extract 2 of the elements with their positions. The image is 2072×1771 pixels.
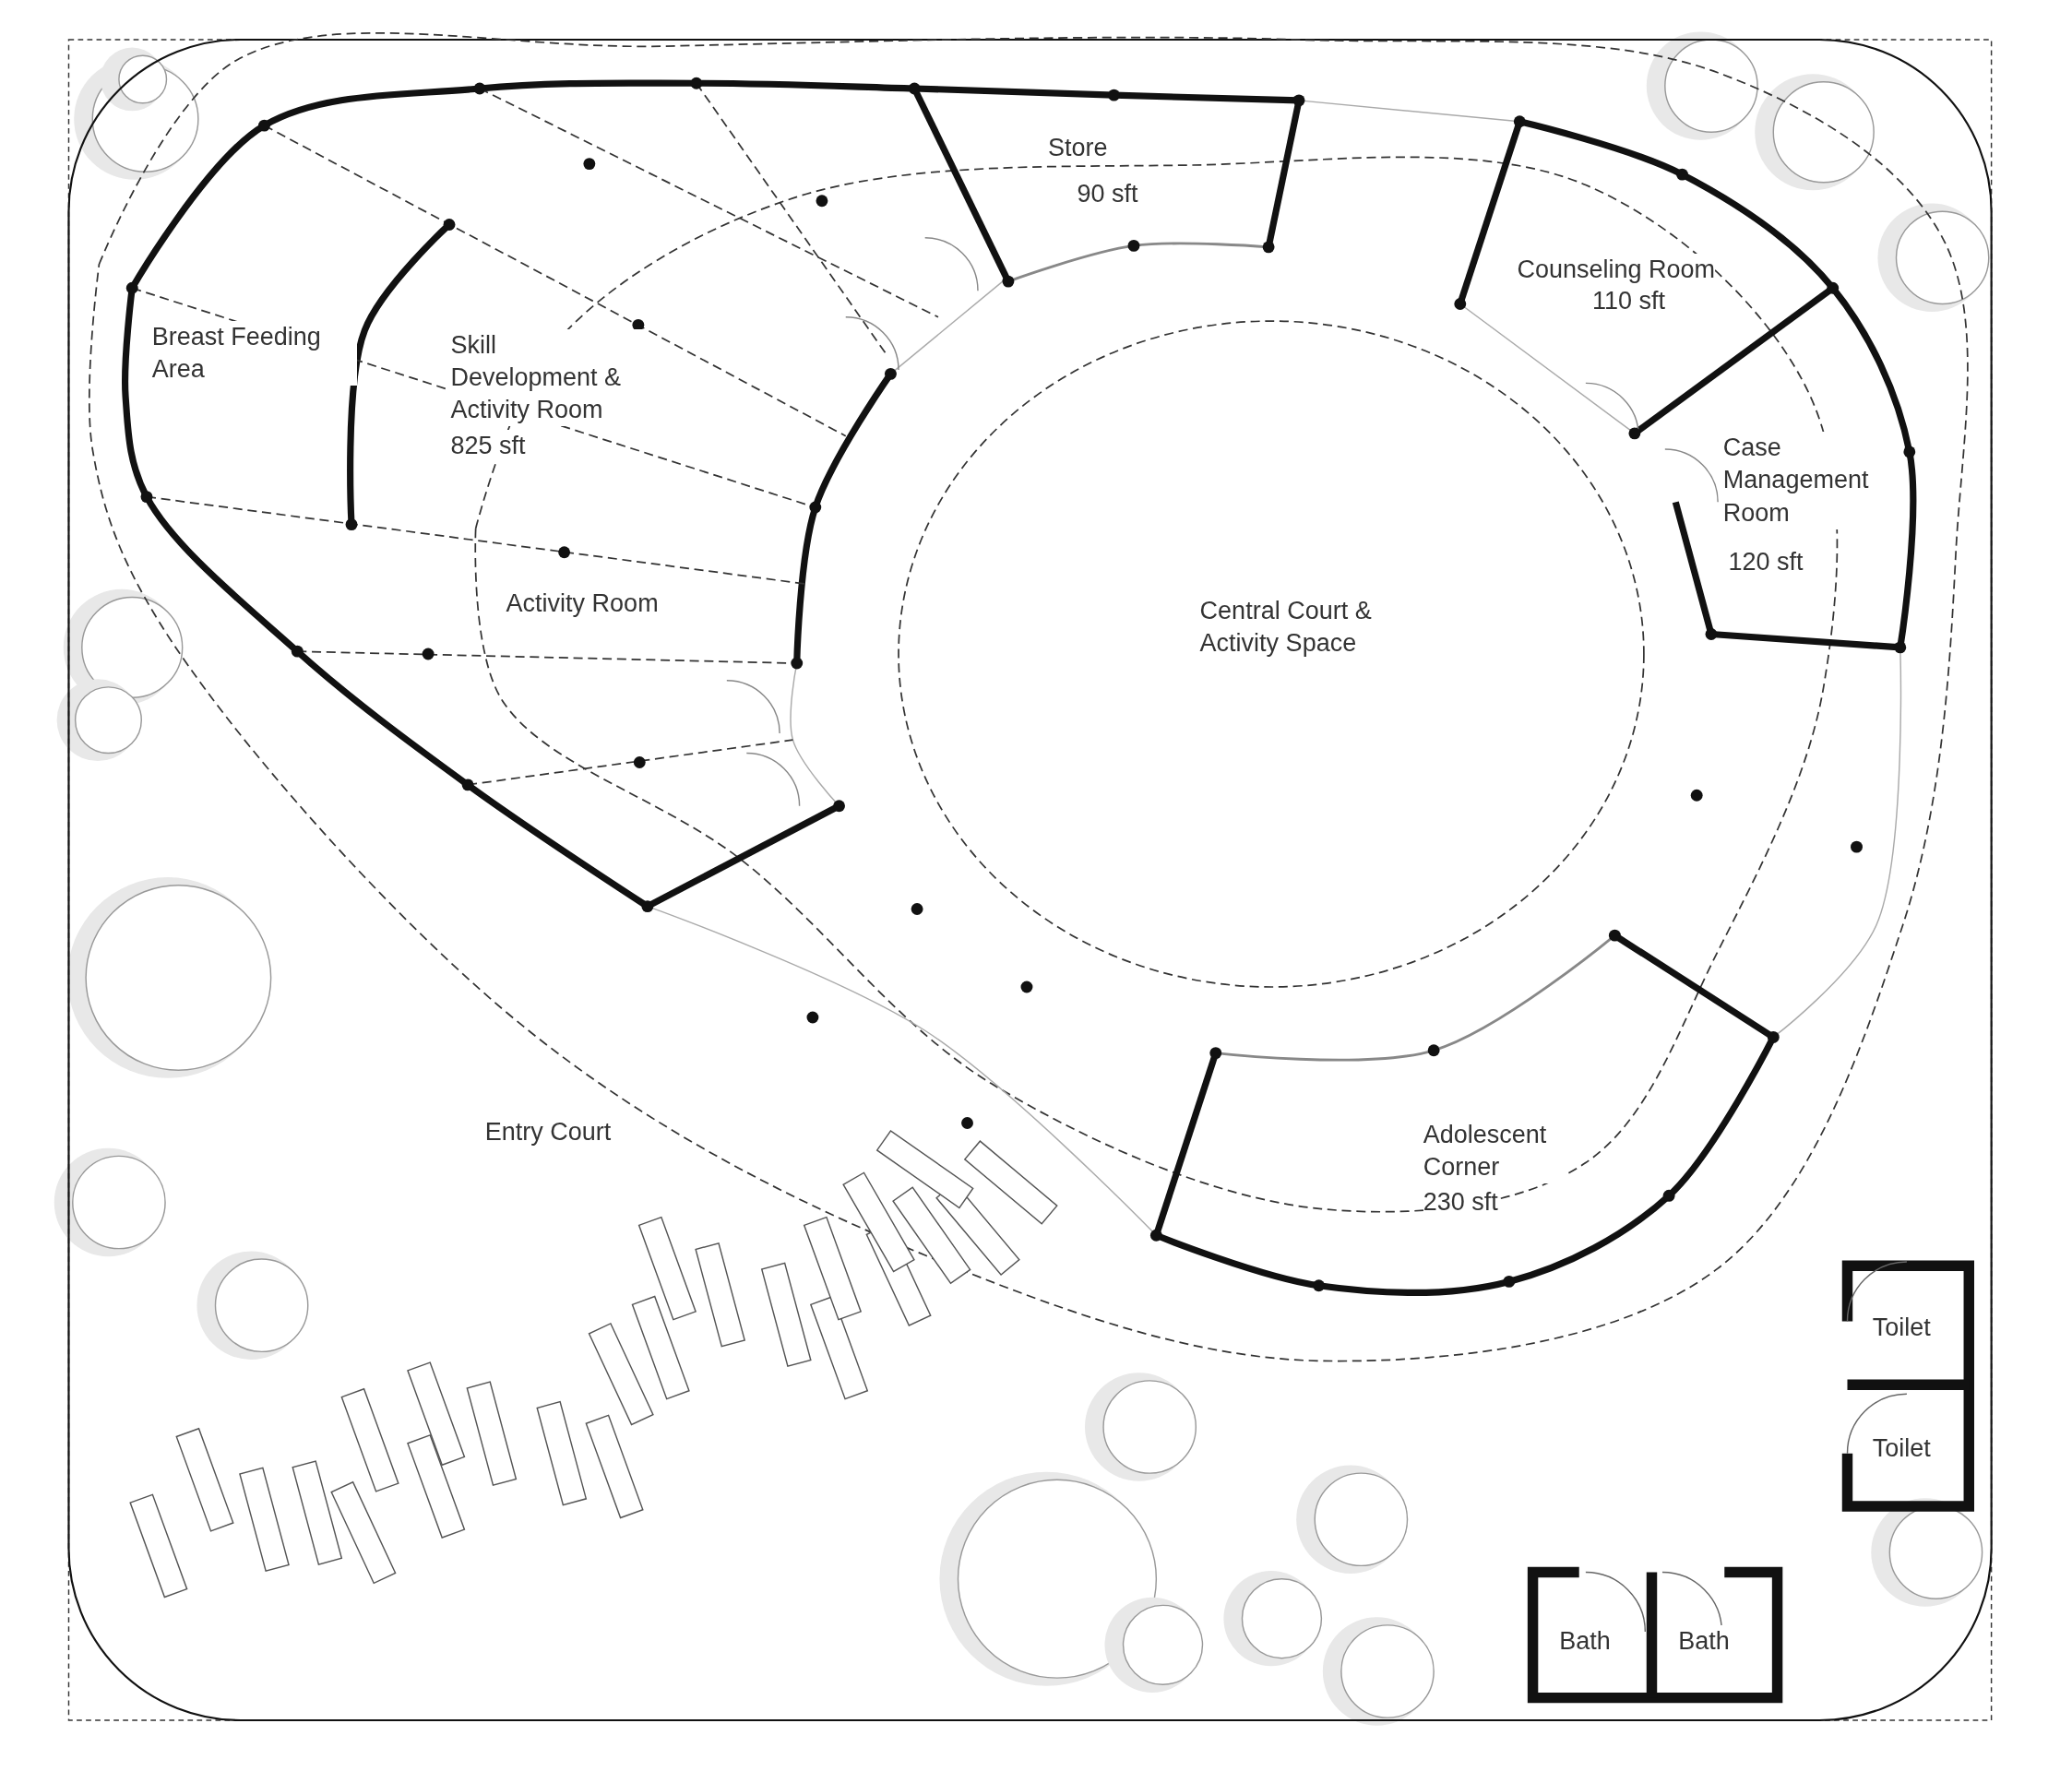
room-label: Breast Feeding Area [151, 321, 357, 386]
area-label: 825 sft [450, 429, 526, 462]
